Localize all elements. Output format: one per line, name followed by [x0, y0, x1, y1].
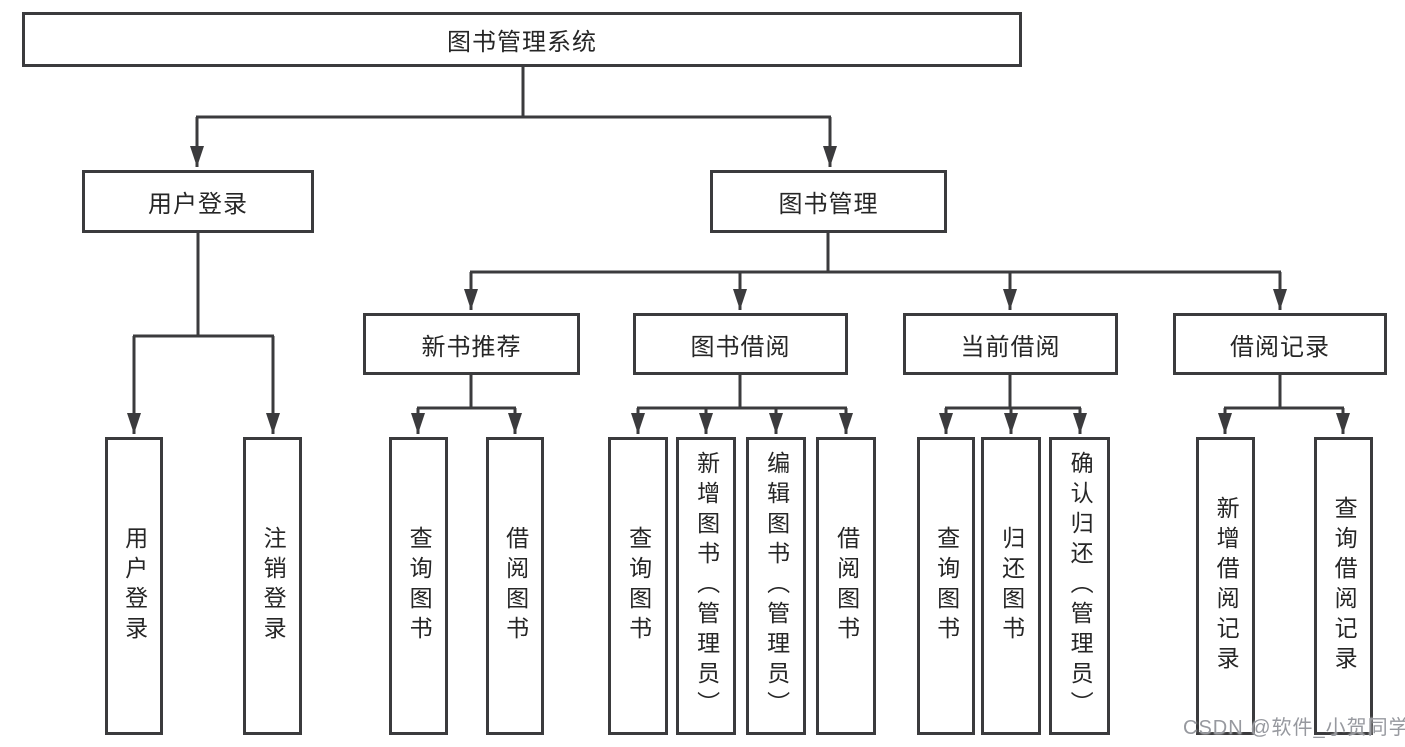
node-root-system: 图书管理系统 [22, 12, 1022, 67]
node-user-login-branch: 用户登录 [82, 170, 314, 233]
leaf-edit-book-admin: 编辑图书（管理员） [746, 437, 806, 735]
leaf-query-borrow-record: 查询借阅记录 [1314, 437, 1373, 735]
leaf-borrow-book-1: 借阅图书 [486, 437, 544, 735]
leaf-query-book-2: 查询图书 [608, 437, 668, 735]
leaf-logout: 注销登录 [243, 437, 302, 735]
node-borrow-records: 借阅记录 [1173, 313, 1387, 375]
leaf-borrow-book-2: 借阅图书 [816, 437, 876, 735]
leaf-add-borrow-record: 新增借阅记录 [1196, 437, 1255, 735]
node-book-borrow: 图书借阅 [633, 313, 848, 375]
node-book-management: 图书管理 [710, 170, 947, 233]
leaf-query-book-3: 查询图书 [917, 437, 975, 735]
leaf-query-book-1: 查询图书 [389, 437, 448, 735]
csdn-watermark: CSDN @软件_小贺同学 [1183, 717, 1405, 739]
leaf-return-book: 归还图书 [981, 437, 1041, 735]
leaf-confirm-return-admin: 确认归还（管理员） [1049, 437, 1110, 735]
node-current-borrow: 当前借阅 [903, 313, 1118, 375]
leaf-add-book-admin: 新增图书（管理员） [676, 437, 736, 735]
leaf-user-login: 用户登录 [105, 437, 163, 735]
node-new-book-recommend: 新书推荐 [363, 313, 580, 375]
